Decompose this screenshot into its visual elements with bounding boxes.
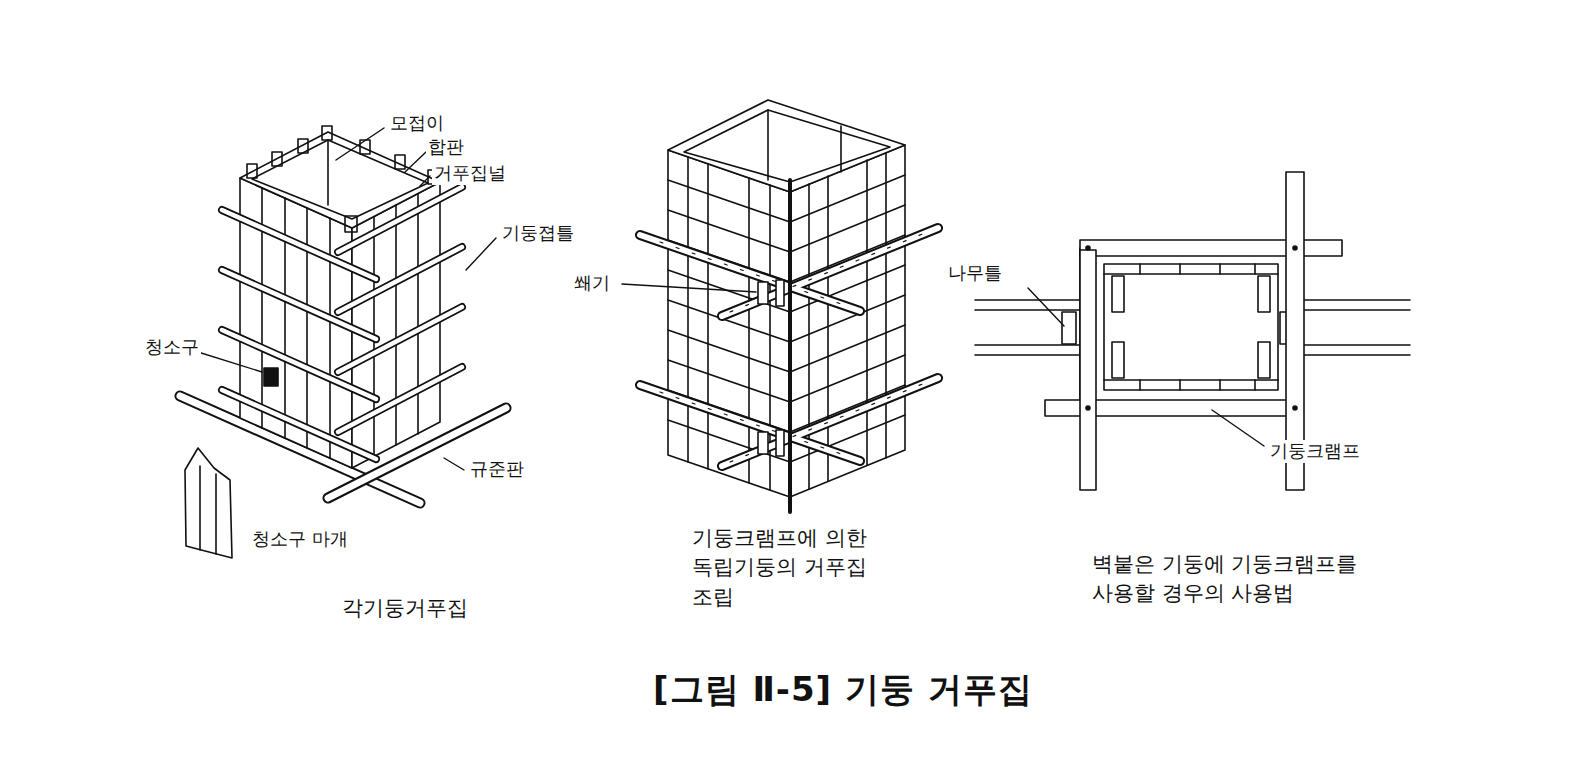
part-label: 청소구 마개 — [250, 528, 350, 551]
part-label: 합판 — [426, 136, 466, 159]
square-column-form — [180, 126, 506, 558]
figure-title: [그림 Ⅱ-5] 기둥 거푸집 — [651, 668, 1035, 711]
clamped-column-form — [640, 100, 938, 512]
part-label: 규준판 — [468, 458, 526, 481]
part-label: 나무틀 — [946, 262, 1004, 285]
figure-caption: 각기둥거푸집 — [340, 594, 470, 623]
part-label: 모접이 — [388, 112, 446, 135]
wall-column-plan — [975, 172, 1410, 490]
part-label: 청소구 — [143, 336, 201, 359]
figure-caption: 벽붙은 기둥에 기둥크램프를 사용할 경우의 사용법 — [1090, 550, 1414, 609]
figure-caption: 기둥크램프에 의한 독립기둥의 거푸집 조립 — [690, 524, 904, 612]
part-label: 기둥졉틀 — [500, 222, 576, 245]
leader-lines — [198, 128, 1264, 470]
part-label: 거푸집널 — [432, 162, 508, 185]
part-label: 쐐기 — [572, 272, 612, 295]
part-label: 기둥크램프 — [1268, 440, 1362, 463]
